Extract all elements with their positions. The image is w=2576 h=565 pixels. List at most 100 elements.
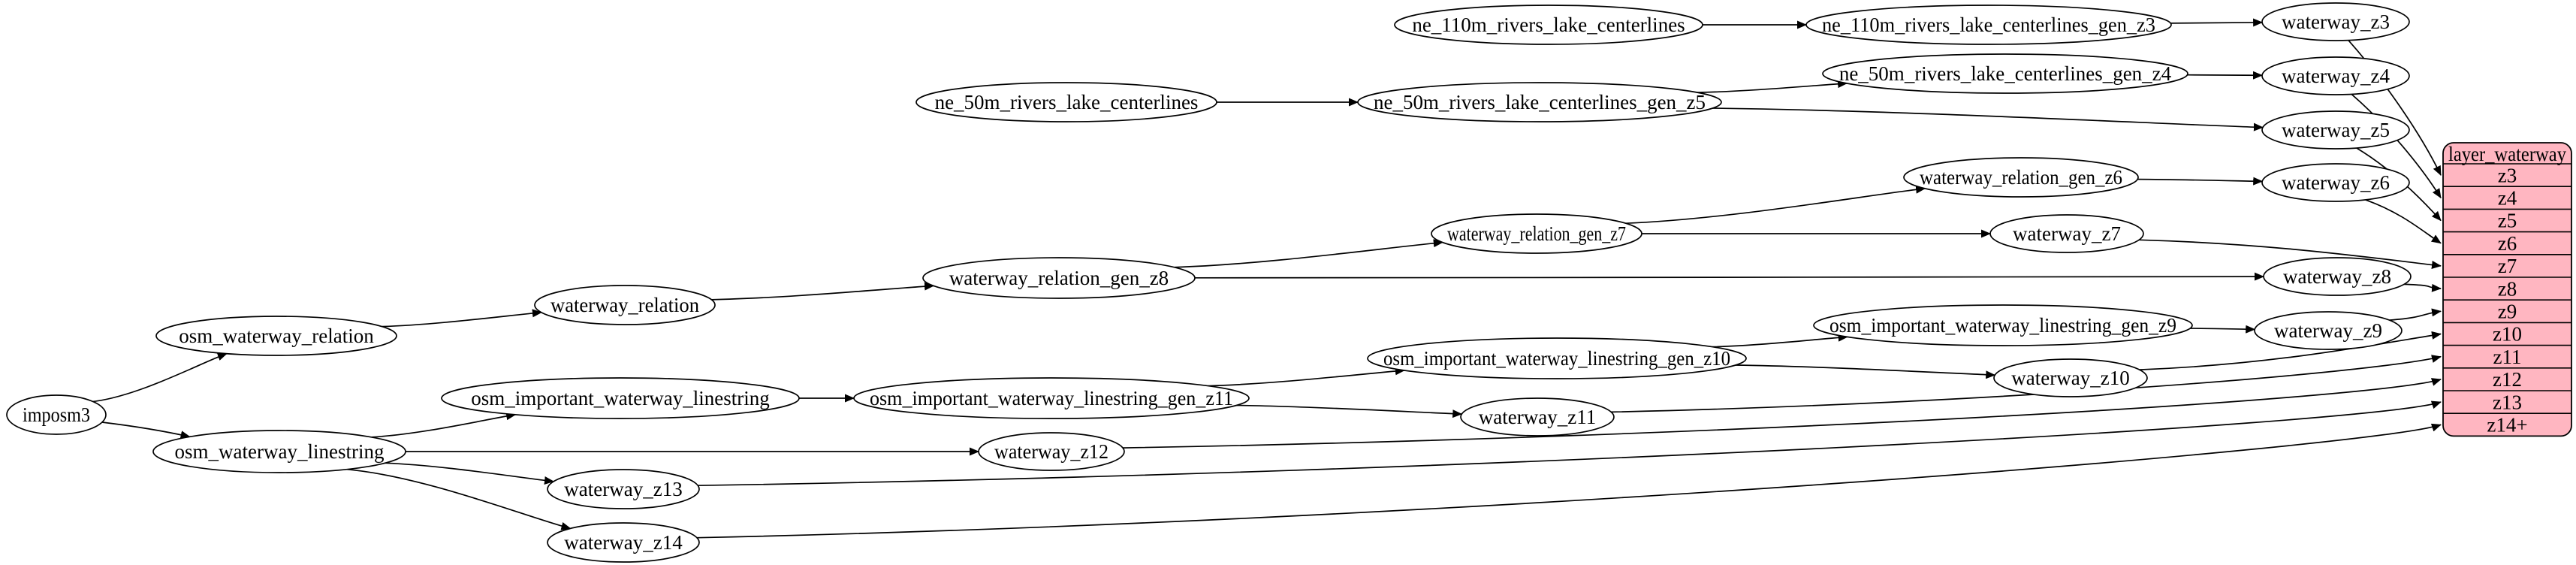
edge-waterway_relation_gen_z8-to-waterway_relation_gen_z7 (1174, 239, 1443, 268)
node-osm_important_waterway_linestring_gen_z10: osm_important_waterway_linestring_gen_z1… (1367, 337, 1747, 379)
edge-waterway_z4-to-layer_waterway-z4 (2351, 93, 2442, 199)
table-row-z4: z4 (2498, 186, 2517, 209)
node-label-ne_110m_rivers_lake_centerlines: ne_110m_rivers_lake_centerlines (1412, 14, 1685, 36)
nodes-layer: imposm3 osm_waterway_relation osm_waterway… (6, 2, 2412, 563)
edges-layer (92, 18, 2442, 539)
node-ne_110m_rivers_lake_centerlines: ne_110m_rivers_lake_centerlines (1394, 5, 1703, 45)
edge-imposm3-to-osm_waterway_relation (92, 352, 228, 403)
node-label-waterway_relation_gen_z8: waterway_relation_gen_z8 (949, 267, 1169, 289)
table-row-z3: z3 (2498, 164, 2517, 186)
node-waterway_z13: waterway_z13 (547, 469, 700, 509)
table-layer_waterway: layer_waterwayz3z4z5z6z7z8z9z10z11z12z13… (2442, 142, 2572, 437)
node-waterway_z14: waterway_z14 (547, 522, 700, 563)
node-osm_important_waterway_linestring_gen_z9: osm_important_waterway_linestring_gen_z9 (1813, 304, 2193, 346)
node-ellipse-waterway_relation_gen_z7 (1431, 213, 1642, 254)
node-label-ne_50m_rivers_lake_centerlines_gen_z4: ne_50m_rivers_lake_centerlines_gen_z4 (1839, 62, 2172, 85)
table-header: layer_waterway (2448, 143, 2566, 165)
node-waterway_z9: waterway_z9 (2254, 311, 2403, 350)
node-ellipse-osm_waterway_relation (155, 316, 397, 356)
edge-waterway_relation-to-waterway_relation_gen_z8 (711, 282, 934, 301)
edge-osm_important_waterway_linestring_gen_z11-to-osm_important_waterway_linestring_gen_z10 (1208, 367, 1405, 387)
node-waterway_z11: waterway_z11 (1460, 397, 1615, 437)
node-label-waterway_z5: waterway_z5 (2282, 119, 2390, 141)
node-label-ne_50m_rivers_lake_centerlines: ne_50m_rivers_lake_centerlines (935, 91, 1199, 113)
table-row-z5: z5 (2498, 210, 2517, 232)
edge-osm_important_waterway_linestring_gen_z10-to-waterway_z10 (1735, 364, 1996, 379)
node-ellipse-waterway_z12 (978, 432, 1125, 471)
node-label-waterway_relation_gen_z7: waterway_relation_gen_z7 (1447, 222, 1626, 245)
node-ne_50m_rivers_lake_centerlines_gen_z5: ne_50m_rivers_lake_centerlines_gen_z5 (1357, 82, 1722, 122)
node-label-waterway_z12: waterway_z12 (994, 440, 1109, 463)
node-waterway_relation_gen_z8: waterway_relation_gen_z8 (922, 257, 1196, 299)
node-label-waterway_z6: waterway_z6 (2282, 171, 2390, 194)
edge-waterway_relation_gen_z6-to-waterway_z6 (2137, 177, 2264, 186)
node-waterway_z3: waterway_z3 (2261, 2, 2410, 41)
table-row-z11: z11 (2493, 346, 2522, 368)
edge-imposm3-to-osm_waterway_linestring (101, 421, 191, 440)
node-waterway_z6: waterway_z6 (2261, 163, 2410, 202)
node-ellipse-waterway_z11 (1460, 397, 1615, 437)
edge-waterway_z13-to-layer_waterway-z13 (698, 400, 2442, 487)
node-ellipse-ne_50m_rivers_lake_centerlines_gen_z4 (1822, 53, 2188, 94)
edge-waterway_z7-to-layer_waterway-z7 (2139, 239, 2442, 269)
node-label-waterway_z11: waterway_z11 (1479, 406, 1596, 428)
node-ellipse-waterway_z7 (1989, 214, 2144, 253)
node-label-waterway_relation_gen_z6: waterway_relation_gen_z6 (1920, 166, 2122, 189)
node-label-osm_important_waterway_linestring_gen_z10: osm_important_waterway_linestring_gen_z1… (1383, 347, 1730, 370)
edge-waterway_z12-to-layer_waterway-z12 (1123, 378, 2442, 449)
edge-osm_important_waterway_linestring_gen_z11-to-waterway_z11 (1236, 404, 1463, 418)
edge-osm_waterway_linestring-to-osm_important_waterway_linestring (371, 412, 517, 438)
node-osm_important_waterway_linestring_gen_z11: osm_important_waterway_linestring_gen_z1… (853, 377, 1250, 419)
node-ellipse-waterway_z10 (1993, 358, 2148, 397)
node-label-osm_important_waterway_linestring: osm_important_waterway_linestring (471, 387, 769, 409)
table-row-z7: z7 (2498, 255, 2517, 277)
node-waterway_z5: waterway_z5 (2261, 110, 2410, 150)
node-waterway_z8: waterway_z8 (2263, 257, 2412, 296)
node-waterway_z10: waterway_z10 (1993, 358, 2148, 397)
edge-osm_waterway_relation-to-waterway_relation (382, 309, 542, 328)
node-ellipse-waterway_relation (534, 285, 716, 325)
node-label-imposm3: imposm3 (23, 403, 90, 426)
edge-osm_important_waterway_linestring_gen_z9-to-waterway_z9 (2190, 325, 2256, 334)
node-ellipse-waterway_z9 (2254, 311, 2403, 350)
edge-waterway_relation_gen_z7-to-waterway_relation_gen_z6 (1625, 185, 1926, 225)
edge-ne_50m_rivers_lake_centerlines_gen_z5-to-waterway_z5 (1712, 107, 2264, 131)
node-osm_waterway_linestring: osm_waterway_linestring (152, 430, 406, 473)
node-waterway_z7: waterway_z7 (1989, 214, 2144, 253)
node-waterway_z12: waterway_z12 (978, 432, 1125, 471)
table-row-z10: z10 (2493, 323, 2522, 346)
node-ellipse-waterway_z3 (2261, 2, 2410, 41)
node-ellipse-ne_110m_rivers_lake_centerlines (1394, 5, 1703, 45)
node-ellipse-osm_important_waterway_linestring_gen_z9 (1813, 304, 2193, 346)
node-label-waterway_z8: waterway_z8 (2283, 265, 2391, 288)
node-ellipse-ne_50m_rivers_lake_centerlines_gen_z5 (1357, 82, 1722, 122)
node-label-waterway_z13: waterway_z13 (564, 478, 682, 500)
node-ellipse-osm_important_waterway_linestring (441, 377, 800, 419)
node-waterway_z4: waterway_z4 (2261, 56, 2410, 95)
node-label-waterway_z14: waterway_z14 (564, 531, 683, 554)
node-ne_50m_rivers_lake_centerlines_gen_z4: ne_50m_rivers_lake_centerlines_gen_z4 (1822, 53, 2188, 94)
table-background (2442, 142, 2572, 437)
node-ellipse-waterway_relation_gen_z8 (922, 257, 1196, 299)
edge-waterway_z10-to-layer_waterway-z10 (2139, 331, 2442, 370)
node-ellipse-waterway_z8 (2263, 257, 2412, 296)
node-label-osm_waterway_linestring: osm_waterway_linestring (175, 440, 385, 463)
node-ellipse-imposm3 (6, 394, 107, 435)
node-ellipse-waterway_z14 (547, 522, 700, 563)
node-osm_waterway_relation: osm_waterway_relation (155, 316, 397, 356)
node-label-waterway_z9: waterway_z9 (2274, 319, 2382, 342)
node-ne_50m_rivers_lake_centerlines: ne_50m_rivers_lake_centerlines (915, 82, 1217, 122)
table-row-z13: z13 (2493, 391, 2522, 413)
edge-osm_waterway_linestring-to-waterway_z14 (346, 468, 572, 530)
node-osm_important_waterway_linestring: osm_important_waterway_linestring (441, 377, 800, 419)
node-label-osm_waterway_relation: osm_waterway_relation (179, 325, 374, 347)
edge-waterway_z6-to-layer_waterway-z6 (2365, 199, 2442, 244)
node-ellipse-ne_110m_rivers_lake_centerlines_gen_z3 (1805, 5, 2172, 45)
edge-ne_50m_rivers_lake_centerlines_gen_z4-to-waterway_z4 (2187, 71, 2263, 80)
table-row-z14+: z14+ (2487, 413, 2527, 436)
edge-waterway_z3-to-layer_waterway-z3 (2348, 40, 2442, 177)
node-ellipse-waterway_z5 (2261, 110, 2410, 150)
node-label-waterway_z4: waterway_z4 (2282, 65, 2390, 87)
node-label-waterway_z3: waterway_z3 (2282, 11, 2390, 33)
